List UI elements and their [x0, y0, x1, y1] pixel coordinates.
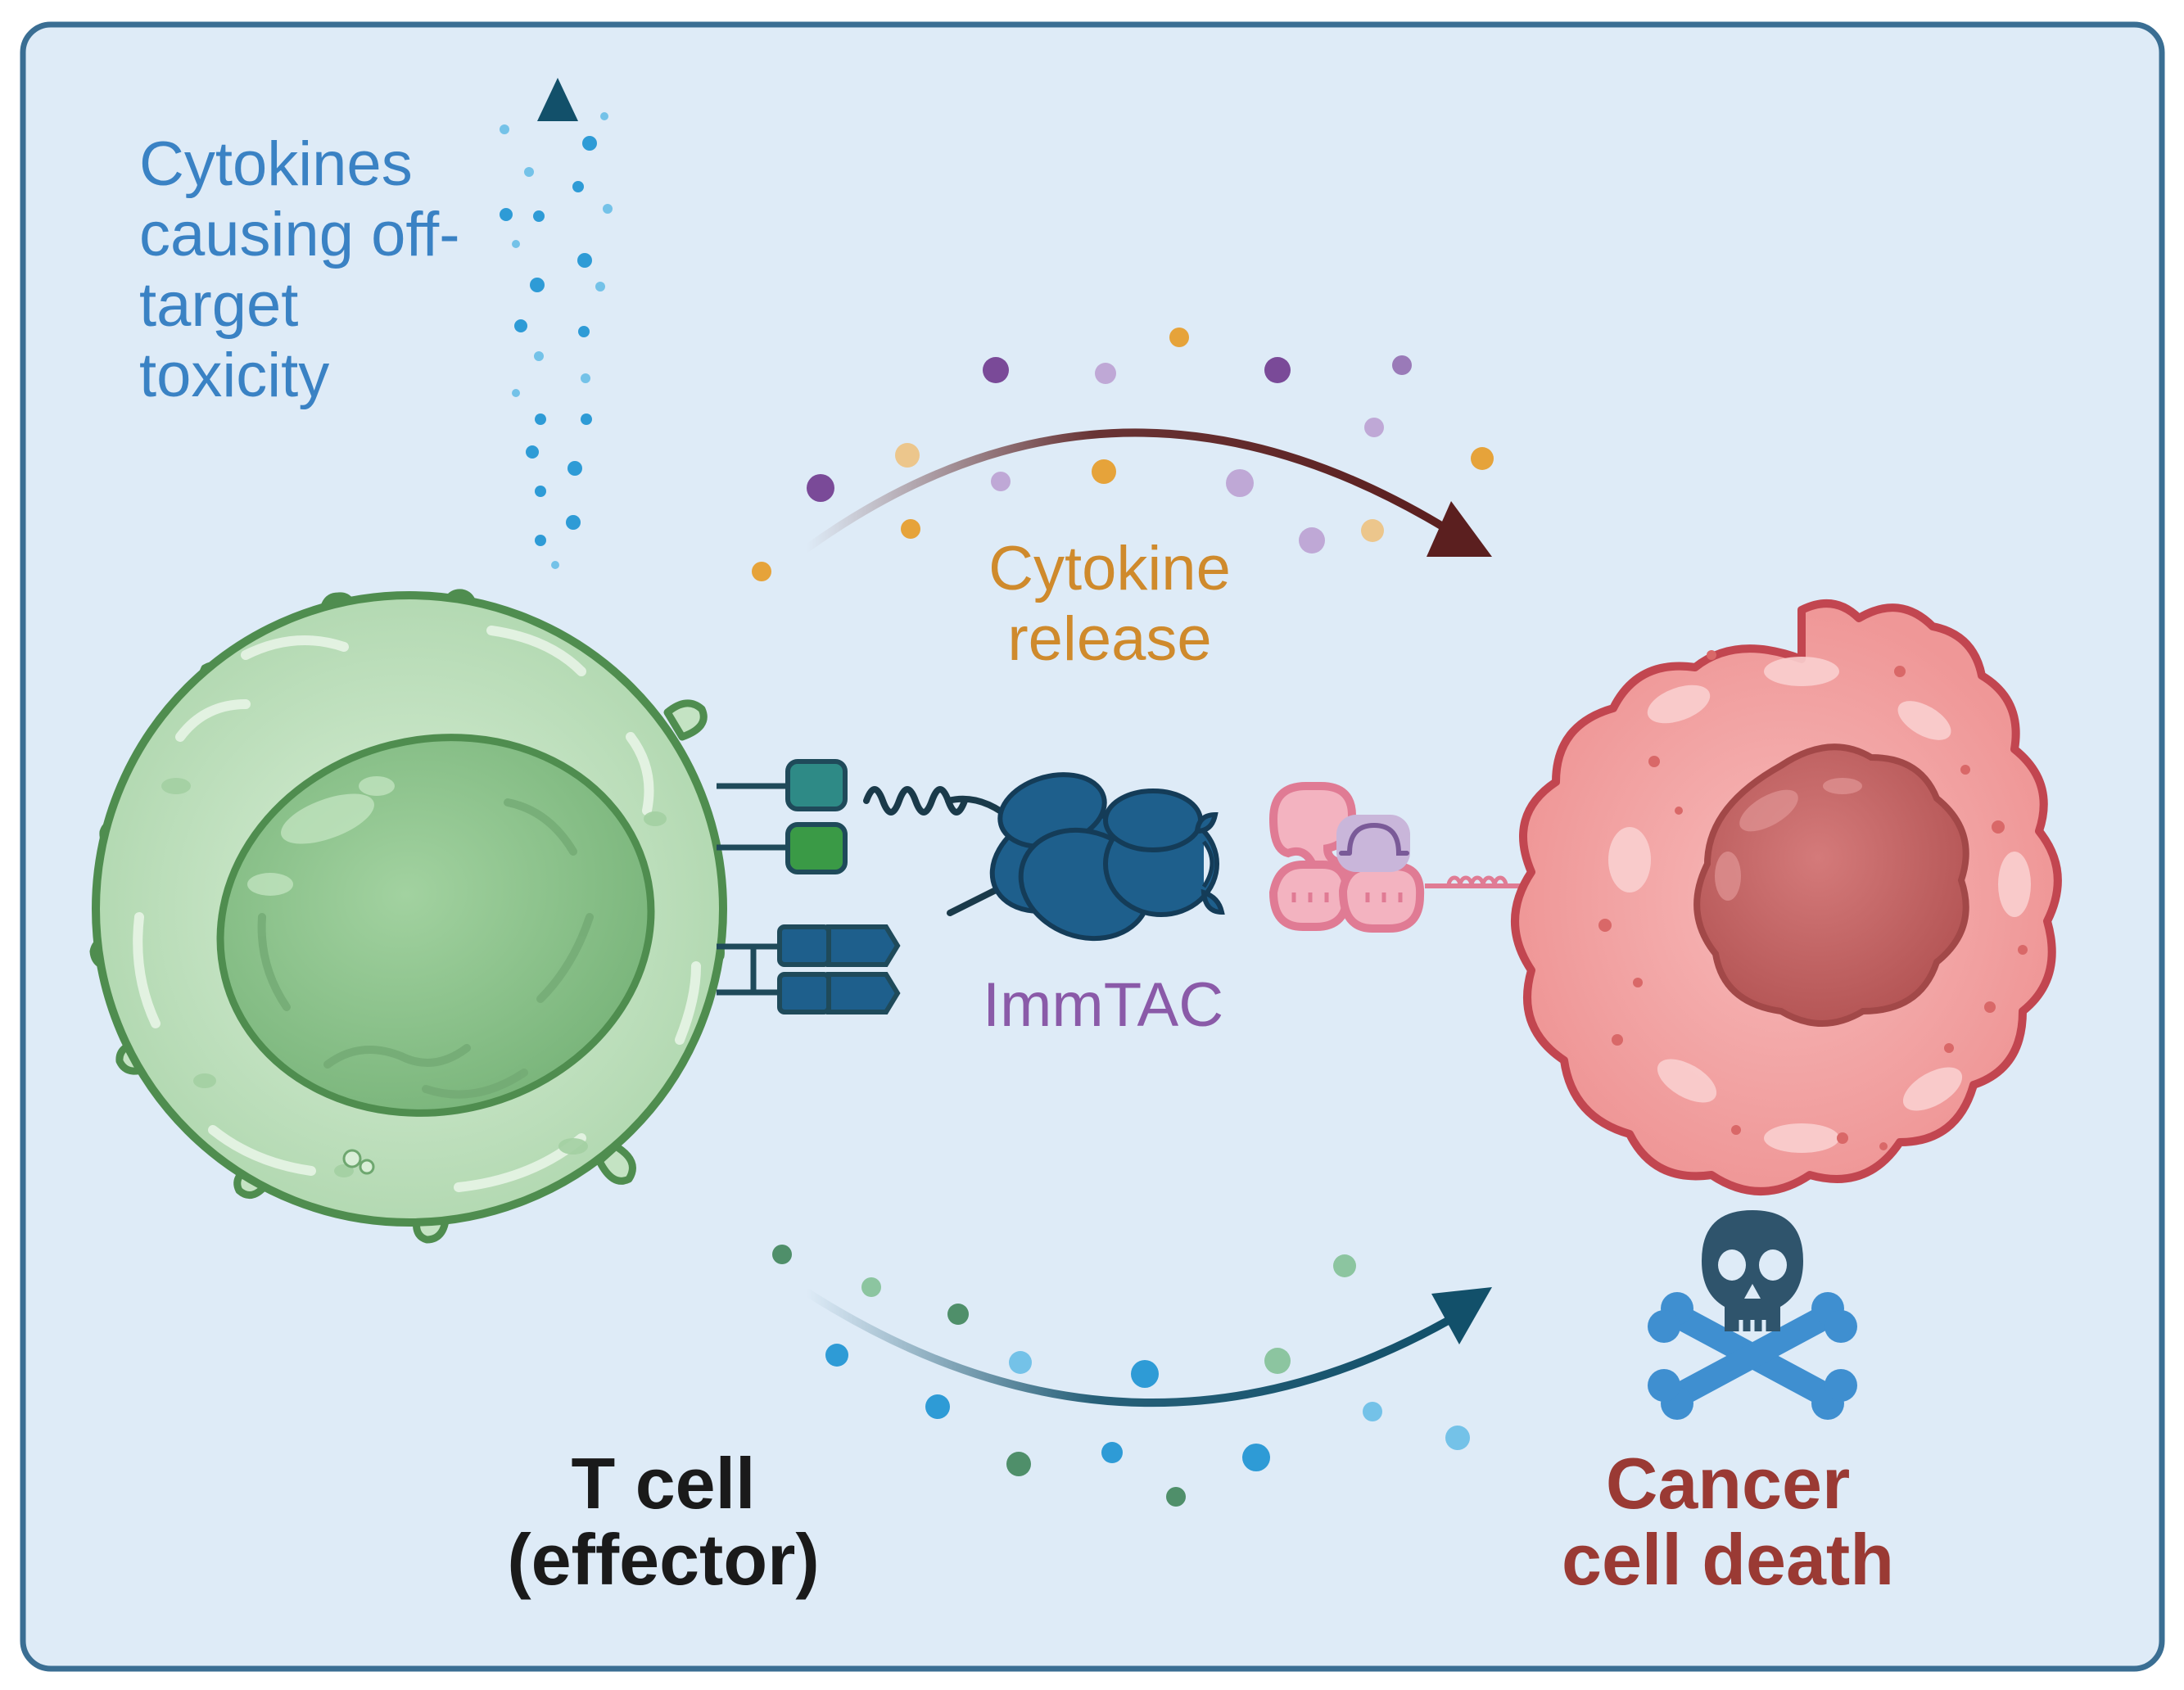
cytokines-offtarget-label: Cytokines causing off- target toxicity: [139, 129, 460, 410]
released-cytokine-dots: [752, 328, 1494, 581]
cancer-cell-icon: [1511, 599, 2062, 1195]
cd3-receptor-icon: [717, 759, 848, 874]
cytokine-release-label: Cytokine release: [988, 534, 1231, 674]
immtac-label: ImmTAC: [983, 970, 1224, 1040]
offtarget-cytokine-dots: [500, 112, 613, 569]
t-cell-icon: [89, 589, 727, 1244]
killing-arrow: [803, 1287, 1492, 1408]
t-cell-label: T cell (effector): [507, 1443, 820, 1601]
offtarget-arrow: [537, 78, 578, 577]
tcr-peptide-complex-icon: [1268, 782, 1560, 933]
cytokine-release-arrow: [803, 428, 1492, 557]
skull-crossbones-icon: [1648, 1210, 1857, 1420]
tcr-receptor-icon: [717, 924, 901, 1014]
immtac-molecule-icon: [863, 772, 1225, 942]
granule-dots: [772, 1245, 1470, 1507]
cancer-cell-death-label: Cancer cell death: [1562, 1443, 1894, 1601]
